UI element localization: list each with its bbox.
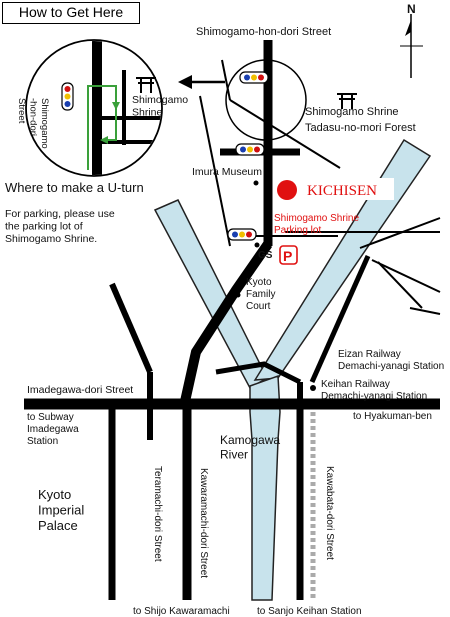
kamogawa-river-main: [249, 374, 281, 601]
compass-label: N: [407, 2, 416, 16]
shrine-magnifier-circle: [225, 59, 307, 141]
keihan-station-dot: [310, 385, 316, 391]
parking-icon: [279, 245, 298, 265]
shimogamo-shrine-label: Shimogamo Shrine: [305, 106, 399, 118]
imadegawa-dori-label: Imadegawa-dori Street: [27, 384, 133, 396]
u-turn-route: [87, 85, 117, 170]
east-diagonal-road: [309, 254, 371, 384]
traffic-signal-icon: [239, 71, 269, 84]
traffic-signal-icon: [227, 228, 257, 241]
to-hyakuman-ben-label: to Hyakuman-ben: [353, 411, 432, 422]
gas-station-dot: [254, 242, 260, 248]
station-road: [215, 361, 302, 385]
route-arrow-icon: [112, 102, 120, 110]
shimogamo-hon-dori-label: Shimogamo-hon-dori Street: [196, 26, 331, 38]
imura-museum-label: Imura Museum: [192, 166, 262, 178]
traffic-signals: [227, 71, 269, 241]
inset-caption: Where to make a U-turn: [5, 180, 144, 195]
west-diagonal-road: [109, 282, 153, 374]
to-shijo-label: to Shijo Kawaramachi: [133, 606, 230, 617]
kawabata-dori-label: Kawabata-dori Street: [324, 466, 335, 560]
major-roads: [24, 40, 440, 600]
u-turn-inset: [25, 39, 163, 177]
gas-station-label: GS: [258, 250, 273, 261]
shimogamo-diagonal-road: [179, 241, 273, 408]
kawaramachi-dori-label: Kawaramachi-dori Street: [198, 468, 209, 578]
kichisen-label: KICHISEN: [307, 183, 377, 199]
teramachi-dori-label: Teramachi-dori Street: [152, 466, 163, 562]
torii-icon: [337, 93, 357, 109]
minor-roads: [199, 59, 441, 315]
family-court-dot: [235, 292, 241, 298]
north-arrow-icon: [400, 14, 423, 78]
map-title: How to Get Here: [2, 2, 140, 24]
inset-street-label: Shimogamo-hon-doriStreet: [16, 98, 50, 149]
arrow-icon: [178, 75, 225, 89]
kichisen-location-marker: [277, 180, 297, 200]
kichisen-label-bg: [302, 178, 394, 200]
to-sanjo-label: to Sanjo Keihan Station: [257, 606, 362, 617]
traffic-signal-icon: [235, 143, 265, 156]
parking-icon-label: P: [283, 248, 292, 264]
torii-icon: [136, 77, 156, 93]
traffic-signal-icon: [61, 82, 74, 111]
tadasu-forest-label: Tadasu-no-mori Forest: [305, 122, 416, 134]
route-arrow-icon: [100, 136, 108, 144]
imura-museum-dot: [253, 180, 259, 186]
